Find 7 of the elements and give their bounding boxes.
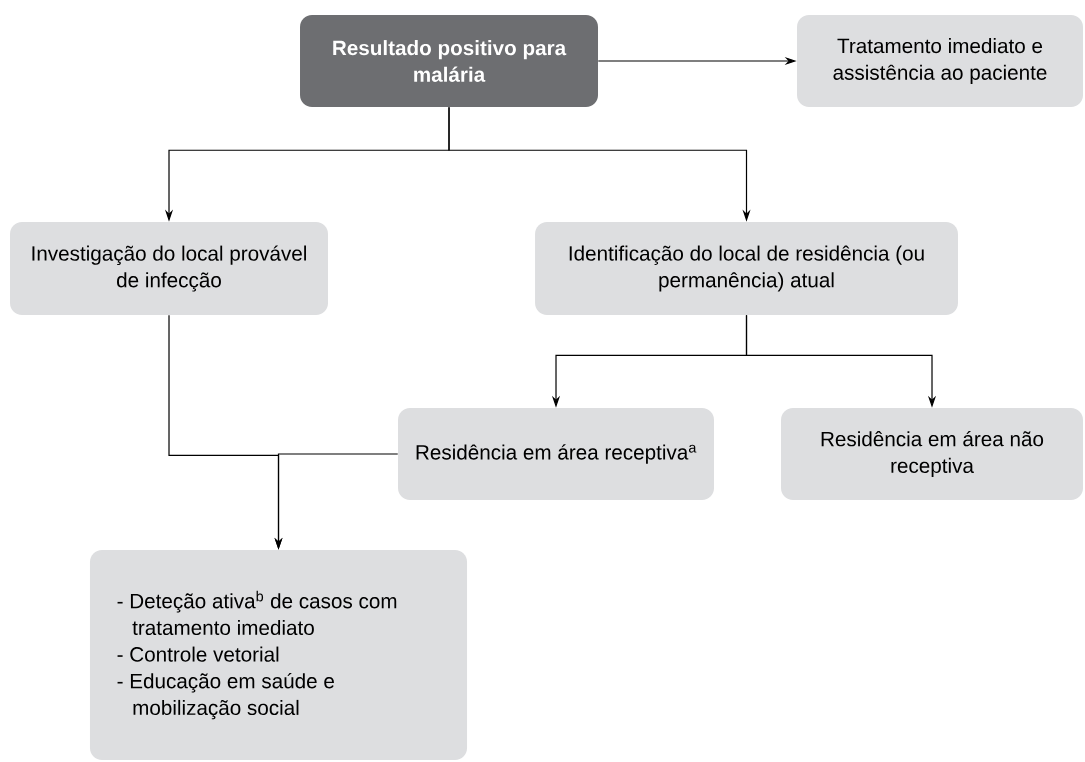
process-box: Residência em área receptiva$^{a}$ xyxy=(398,408,714,500)
action-list-box: - Deteção ativa$^{b}$ de casos com tratamento imediato - Controle vetorial - Educação em saúde e mobilização social xyxy=(89,550,468,760)
process-box: Investigação do local provável de infecção xyxy=(10,221,328,316)
process-box: Identificação do local de residência (ou permanência) atual xyxy=(535,221,958,316)
process-box: Residência em área não receptiva xyxy=(781,408,1083,500)
process-box: Tratamento imediato e assistência ao paciente xyxy=(797,15,1083,107)
start-box: Resultado positivo para malária xyxy=(300,15,598,107)
